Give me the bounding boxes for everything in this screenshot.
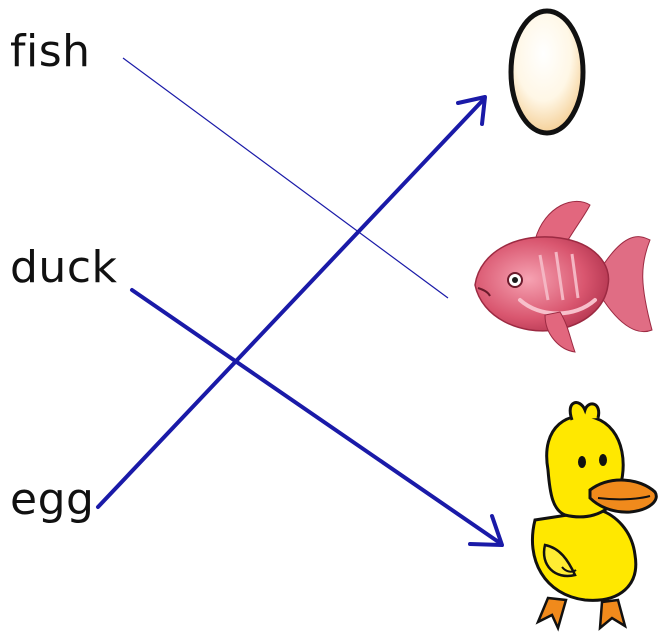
word-duck: duck	[10, 242, 118, 293]
fish-mouth	[477, 287, 491, 297]
fish-tail	[599, 236, 653, 333]
duck-picture	[530, 401, 658, 632]
arrowhead-egg	[456, 95, 487, 126]
fish-body	[474, 236, 610, 332]
word-egg: egg	[10, 474, 95, 525]
fish-dorsal-fin	[534, 200, 591, 246]
egg-picture	[508, 8, 586, 136]
arrow-egg-to-egg	[96, 95, 487, 509]
duck-foot-left	[535, 596, 568, 632]
duck-body	[530, 508, 638, 602]
duck-beak-line	[597, 495, 651, 501]
arrowhead-duck	[468, 514, 504, 547]
line-fish-to-fish	[122, 57, 449, 299]
fish-bottom-fin	[544, 311, 576, 353]
fish-scales	[538, 251, 580, 301]
duck-beak	[588, 478, 658, 514]
duck-tuft	[568, 401, 601, 421]
fish-pupil	[512, 277, 518, 283]
word-fish: fish	[10, 26, 91, 77]
egg-shell-shape	[508, 8, 586, 136]
duck-eye-right	[599, 454, 607, 466]
duck-wing-detail	[561, 566, 577, 573]
duck-eye-left	[578, 456, 586, 468]
fish-picture	[474, 200, 653, 353]
duck-foot-right	[598, 598, 628, 631]
duck-wing	[542, 543, 577, 578]
arrow-duck-to-duck	[130, 288, 504, 547]
